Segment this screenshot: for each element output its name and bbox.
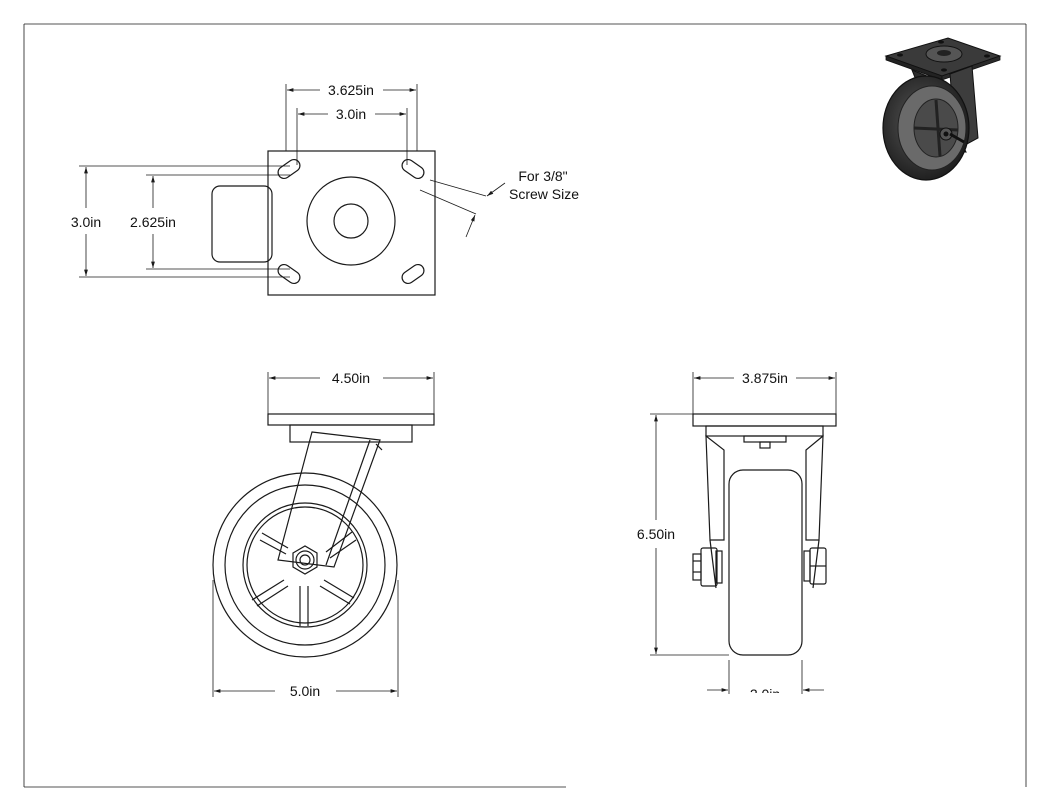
dim-top-hole-spacing-x-label: 3.0in <box>336 106 366 122</box>
side-view-fork-right <box>805 434 824 541</box>
dim-front-plate-width-label: 4.50in <box>332 370 370 386</box>
top-view: 3.625in 3.0in 3.0in 2.625in <box>71 82 579 296</box>
dim-top-hole-spacing-y-label: 2.625in <box>130 214 176 230</box>
top-view-slot-hole-tr <box>401 158 425 180</box>
top-view-bearing-outer <box>306 176 396 266</box>
front-view-axle-nut <box>292 545 318 575</box>
dim-side-overall-height: 6.50in <box>637 413 729 656</box>
dim-top-plate-height-label: 3.0in <box>71 214 101 230</box>
front-view-mounting-plate <box>267 413 435 426</box>
dim-top-plate-width-label: 3.625in <box>328 82 374 98</box>
top-view-slot-hole-tl <box>277 158 301 180</box>
top-view-bearing-inner <box>333 203 369 239</box>
dim-side-wheel-width: 2.0in <box>707 660 824 705</box>
front-view-wheel-rim-outer <box>224 484 386 646</box>
side-view-fork-left <box>705 434 725 541</box>
front-view: 4.50in <box>212 370 435 699</box>
front-view-wheel-rim-inner <box>242 502 368 628</box>
top-view-mounting-plate <box>267 150 436 296</box>
dim-front-wheel-diameter: 5.0in <box>212 580 399 699</box>
front-view-wheel-tire <box>212 472 398 658</box>
top-view-wheel-housing <box>211 185 273 263</box>
side-view: 3.875in 6.50in <box>637 370 837 705</box>
isometric-preview <box>882 37 1002 181</box>
top-view-slot-hole-br <box>401 263 425 285</box>
dim-side-overall-height-label: 6.50in <box>637 526 675 542</box>
front-view-fork-leg <box>277 431 381 568</box>
screw-size-note: For 3/8" Screw Size <box>419 168 579 238</box>
dim-side-plate-width: 3.875in <box>692 370 837 414</box>
side-view-mounting-plate <box>692 413 837 427</box>
front-view-swivel-raceway <box>289 424 413 443</box>
dim-top-hole-spacing-x: 3.0in <box>296 106 408 165</box>
top-view-slot-hole-bl <box>277 263 301 285</box>
dim-top-hole-spacing-y: 2.625in <box>130 174 290 270</box>
side-view-wheel <box>728 469 803 656</box>
dim-top-plate-height: 3.0in <box>71 165 290 278</box>
sheet-border <box>23 23 1027 788</box>
dim-front-plate-width: 4.50in <box>267 370 435 414</box>
dim-top-plate-width: 3.625in <box>285 82 418 151</box>
dim-front-wheel-diameter-label: 5.0in <box>290 683 320 699</box>
dim-side-plate-width-label: 3.875in <box>742 370 788 386</box>
front-view-wheel-spokes <box>251 531 357 626</box>
screw-note-line1: For 3/8" <box>518 168 567 184</box>
screw-note-line2: Screw Size <box>509 186 579 202</box>
side-view-swivel-raceway <box>705 425 824 437</box>
